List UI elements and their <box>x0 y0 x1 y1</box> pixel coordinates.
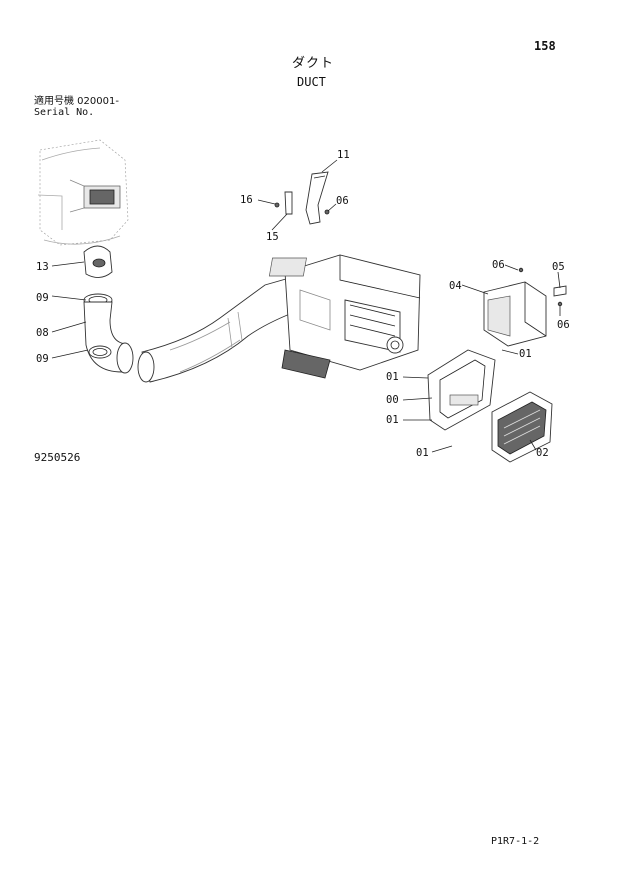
bracket-part-11 <box>305 171 329 225</box>
screw-16 <box>274 202 280 208</box>
callout-11: 11 <box>337 149 350 161</box>
callout-09-lower: 09 <box>36 353 49 365</box>
serial-label: Serial No. <box>34 107 95 118</box>
screw-06-a <box>518 267 524 273</box>
elbow-duct-part-08 <box>83 293 134 374</box>
callout-09-upper: 09 <box>36 292 49 304</box>
page-title: DUCT <box>297 75 326 89</box>
filter-box-part-02 <box>491 391 553 463</box>
nozzle-part-13 <box>83 245 113 278</box>
clip-part-05 <box>553 285 567 297</box>
callout-06-right-a: 06 <box>492 259 505 271</box>
callout-01-left-b: 01 <box>386 414 399 426</box>
callout-05: 05 <box>552 261 565 273</box>
flexible-hose <box>137 274 301 383</box>
machine-cab-view <box>37 139 129 246</box>
clip-part-15 <box>284 191 293 215</box>
callout-labels: 11 16 06 15 13 06 05 04 06 09 08 09 01 0… <box>36 149 570 459</box>
callout-15: 15 <box>266 231 279 243</box>
screw-06-b <box>557 301 563 307</box>
callout-01-left-a: 01 <box>386 371 399 383</box>
duct-cover-part-04 <box>483 281 547 347</box>
serial-label-japanese: 適用号機 020001- <box>34 96 119 107</box>
callout-04: 04 <box>449 280 462 292</box>
callout-02: 02 <box>536 447 549 459</box>
callout-01-right: 01 <box>519 348 532 360</box>
footer-code: P1R7-1-2 <box>491 836 540 847</box>
page-title-japanese: ダクト <box>292 56 335 71</box>
page-number: 158 <box>534 39 556 53</box>
callout-08: 08 <box>36 327 49 339</box>
callout-06-upper: 06 <box>336 195 349 207</box>
callout-16: 16 <box>240 194 253 206</box>
callout-06-right-b: 06 <box>557 319 570 331</box>
callout-13: 13 <box>36 261 49 273</box>
callout-00: 00 <box>386 394 399 406</box>
air-conditioner-unit <box>268 254 421 379</box>
leader-lines <box>51 159 561 453</box>
frame-duct-part-00 <box>427 349 496 431</box>
callout-01-bottom: 01 <box>416 447 429 459</box>
figure-code: 9250526 <box>34 451 81 464</box>
